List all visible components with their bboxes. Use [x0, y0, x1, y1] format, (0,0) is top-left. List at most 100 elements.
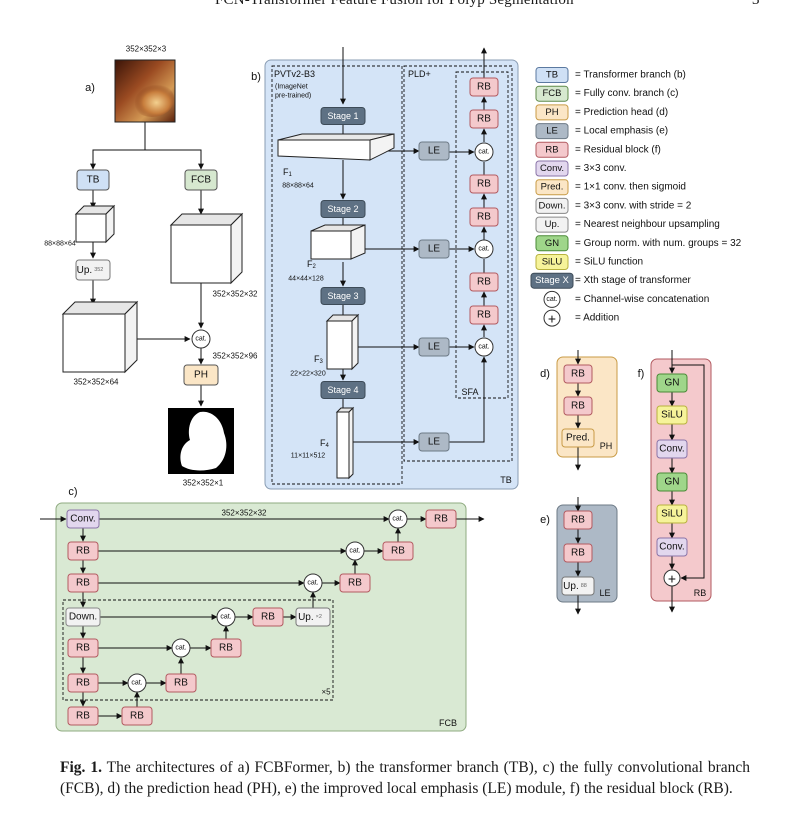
fcb-output-cube — [170, 224, 232, 284]
up-node — [75, 259, 111, 281]
f3-dim-label: 22×22×320 — [290, 371, 326, 378]
running-title: FCN-Transformer Feature Fusion for Polyp… — [215, 0, 574, 8]
le-node-4 — [418, 432, 450, 452]
legend-desc-12: = Xth stage of transformer — [575, 275, 692, 286]
f1-map — [277, 139, 371, 161]
le-node-1-label: LE — [428, 146, 441, 157]
sfa-rb-1-label: RB — [477, 82, 491, 93]
le-rb-1-label: RB — [571, 515, 585, 526]
le-node-3-label: LE — [428, 342, 441, 353]
f2-map-side — [350, 224, 366, 260]
fcb-cat-4-label: cat. — [307, 580, 318, 587]
fcb-cat-1-label: cat. — [131, 680, 142, 687]
fcb-repeat-box — [62, 599, 334, 701]
sfa-rb-5-label: RB — [477, 277, 491, 288]
cat-node-b2-label: cat. — [478, 246, 489, 253]
legend-key-addition-label: + — [548, 311, 556, 327]
fcb-corner-label: FCB — [439, 718, 457, 728]
le-rb-1 — [563, 510, 593, 530]
stage-4-node — [320, 381, 366, 399]
up-output-cube-side — [124, 300, 138, 374]
ph-rb-2 — [563, 396, 593, 416]
fcb-conv-node-label: Conv. — [70, 514, 95, 525]
pretrained-line2: pre-trained) — [275, 93, 311, 100]
rb-add-node — [663, 569, 681, 587]
fcb-cat-6-label: cat. — [392, 516, 403, 523]
rb-conv-2-label: Conv. — [659, 542, 684, 553]
stage-4-node-label: Stage 4 — [327, 385, 358, 395]
fcb-up-node-label: Up.×2 — [298, 612, 322, 623]
legend-desc-7: = 1×1 conv. then sigmoid — [575, 182, 686, 193]
rb-silu-1-label: SiLU — [661, 410, 683, 421]
fcb-rb-9 — [252, 607, 284, 627]
polyp-region — [130, 81, 174, 117]
f4-map — [336, 411, 350, 479]
legend-key-ph-label: PH — [545, 107, 558, 118]
legend-key-tb-label: TB — [546, 70, 558, 81]
ph-pred-node — [561, 428, 595, 448]
legend-key-up-label: Up. — [545, 219, 560, 230]
fcb-rb-10-label: RB — [348, 578, 362, 589]
legend-key-gn — [535, 235, 569, 252]
fcb-rb-10 — [339, 573, 371, 593]
legend-key-silu — [535, 254, 569, 270]
panel-f-label: f) — [638, 368, 645, 380]
fcb-output-cube-side — [230, 212, 243, 285]
fcb-rb-7-label: RB — [174, 678, 188, 689]
fcb-rb-9-label: RB — [261, 612, 275, 623]
cat-node-b3-label: cat. — [478, 344, 489, 351]
up-output-cube — [62, 313, 126, 373]
fcb-rb-5-label: RB — [76, 711, 90, 722]
fcb-cat-3-label: cat. — [220, 614, 231, 621]
legend-key-cat-label: cat. — [546, 296, 557, 303]
legend-key-ph — [535, 104, 569, 121]
fcb-rb-8 — [210, 638, 242, 658]
legend-key-up — [535, 216, 569, 233]
fcb-rb-1-label: RB — [76, 546, 90, 557]
fcb-rb-11-label: RB — [391, 546, 405, 557]
sfa-rb-2-label: RB — [477, 114, 491, 125]
f4-map-side — [348, 406, 354, 480]
fcb-rb-8-label: RB — [219, 643, 233, 654]
rb-silu-2-label: SiLU — [661, 509, 683, 520]
legend-key-conv-label: Conv. — [540, 163, 564, 174]
ph-node-label: PH — [194, 370, 208, 381]
legend-key-down-label: Down. — [539, 200, 566, 211]
legend-desc-1: = Transformer branch (b) — [575, 70, 686, 81]
le-up-node — [561, 576, 595, 596]
fcb-rb-12-label: RB — [434, 514, 448, 525]
legend-desc-14: = Addition — [575, 313, 619, 324]
sfa-rb-3 — [469, 174, 499, 194]
legend-key-down — [535, 197, 569, 214]
output-dim-label: 352×352×1 — [183, 479, 224, 488]
mask-region — [180, 411, 227, 471]
legend-key-le-label: LE — [546, 126, 558, 137]
legend-key-le — [535, 123, 569, 140]
fcb-rb-5 — [67, 706, 99, 726]
rb-gn-1-label: GN — [665, 378, 680, 389]
pretrained-line1: (ImageNet — [275, 84, 308, 91]
fcb-rb-3-label: RB — [76, 643, 90, 654]
fcb-output-cube-top — [169, 213, 244, 226]
legend-desc-11: = SiLU function — [575, 257, 643, 268]
tb-node-label: TB — [87, 175, 100, 186]
fcb-rb-6-label: RB — [130, 711, 144, 722]
f3-map-side — [351, 313, 359, 371]
panel-d-label: d) — [540, 368, 550, 380]
arrow-le4-up — [449, 356, 487, 443]
up-output-cube-top — [61, 301, 139, 315]
tb-dim-label: 88×88×64 — [44, 241, 76, 248]
f3-map — [326, 320, 353, 370]
fcb-rb-7 — [165, 673, 197, 693]
legend-desc-10: = Group norm. with num. groups = 32 — [575, 238, 742, 249]
sfa-rb-3-label: RB — [477, 179, 491, 190]
up-node-label: Up.352 — [77, 265, 104, 276]
fcb-cat-6 — [388, 509, 408, 529]
fcb-cat-5-label: cat. — [349, 548, 360, 555]
sfa-rb-1 — [469, 77, 499, 97]
pld-label: PLD+ — [408, 69, 431, 79]
fcb-down-node-label: Down. — [69, 612, 97, 623]
cat-dim-label: 352×352×96 — [213, 352, 258, 361]
